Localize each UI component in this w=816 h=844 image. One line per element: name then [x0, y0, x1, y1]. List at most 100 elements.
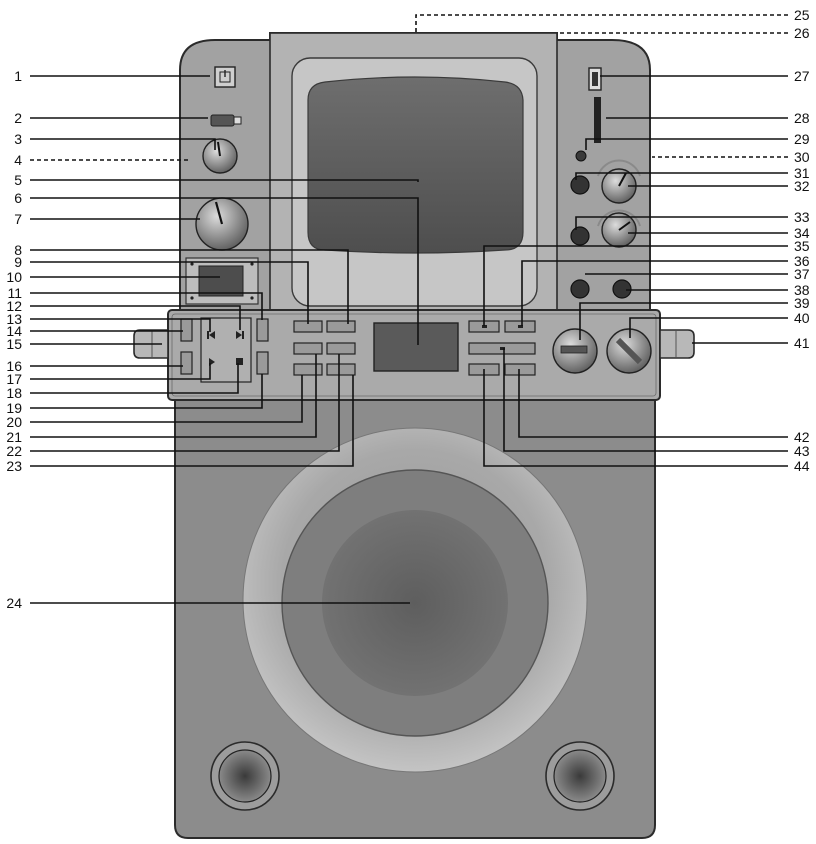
callout-label-37: 37 — [794, 266, 810, 282]
callout-label-40: 40 — [794, 310, 810, 326]
mic-volume-knob[interactable] — [202, 138, 238, 174]
mic2-volume-knob[interactable] — [597, 209, 641, 248]
led-indicator — [575, 150, 587, 162]
next-track-icon[interactable] — [236, 331, 244, 339]
callout-label-28: 28 — [794, 110, 810, 126]
callout-label-27: 27 — [794, 68, 810, 84]
callout-label-2: 2 — [14, 110, 22, 126]
mic-jack-1[interactable] — [570, 175, 590, 195]
callout-label-25: 25 — [794, 7, 810, 23]
side-button-bottom-left[interactable] — [180, 351, 193, 375]
callout-label-1: 1 — [14, 68, 22, 84]
callout-label-23: 23 — [6, 458, 22, 474]
callout-label-39: 39 — [794, 295, 810, 311]
button-23[interactable] — [326, 363, 356, 376]
callout-leader-44 — [483, 369, 788, 467]
callout-label-42: 42 — [794, 429, 810, 445]
callout-label-41: 41 — [794, 335, 810, 351]
callout-leader-18 — [30, 363, 239, 394]
button-21[interactable] — [293, 342, 323, 355]
callout-leader-9 — [30, 261, 309, 324]
button-22[interactable] — [326, 342, 356, 355]
right-handle — [659, 329, 695, 359]
callout-leader-33 — [575, 216, 788, 230]
callout-leader-35 — [483, 245, 788, 326]
prev-track-icon[interactable] — [207, 331, 215, 339]
side-button-bottom-right[interactable] — [256, 351, 269, 375]
transport-pad — [200, 317, 252, 383]
callout-labels: 1234567891011121314151617181920212223242… — [6, 7, 809, 611]
callout-label-36: 36 — [794, 253, 810, 269]
master-volume-knob[interactable] — [195, 197, 249, 251]
mic-jack-2[interactable] — [570, 226, 590, 246]
callout-label-15: 15 — [6, 336, 22, 352]
led-display — [373, 322, 459, 372]
callout-leader-22 — [30, 354, 340, 452]
stop-icon[interactable] — [236, 358, 243, 365]
callout-leader-20 — [30, 375, 303, 423]
callout-label-6: 6 — [14, 190, 22, 206]
callout-label-5: 5 — [14, 172, 22, 188]
button-20[interactable] — [293, 363, 323, 376]
callout-label-32: 32 — [794, 178, 810, 194]
callout-leader-17 — [30, 363, 211, 380]
aux-jack-2[interactable] — [612, 279, 632, 299]
tone-knobs — [552, 328, 652, 374]
callout-leader-21 — [30, 354, 317, 438]
callout-label-26: 26 — [794, 25, 810, 41]
callout-label-29: 29 — [794, 131, 810, 147]
callout-label-31: 31 — [794, 165, 810, 181]
callout-label-35: 35 — [794, 238, 810, 254]
callout-label-7: 7 — [14, 211, 22, 227]
callout-leader-5 — [30, 179, 419, 182]
usb-stick-icon — [210, 114, 242, 127]
speaker-cone — [322, 510, 508, 696]
callout-label-11: 11 — [7, 285, 22, 301]
callout-leader-39 — [579, 302, 788, 340]
side-button-top-right[interactable] — [256, 318, 269, 342]
balance-knob[interactable] — [606, 328, 652, 374]
callout-label-34: 34 — [794, 225, 810, 241]
callout-label-8: 8 — [14, 242, 22, 258]
callout-leader-8 — [30, 249, 349, 324]
aux-jack-1[interactable] — [570, 279, 590, 299]
callout-label-22: 22 — [6, 443, 22, 459]
callout-leader-12 — [30, 305, 241, 330]
callout-leaders — [30, 14, 788, 604]
main-speaker — [242, 427, 588, 773]
callout-leader-42 — [518, 369, 788, 438]
button-8[interactable] — [326, 320, 356, 333]
callout-leader-29 — [585, 138, 788, 150]
callout-leader-11 — [30, 292, 263, 320]
callout-leader-31 — [575, 172, 788, 180]
callout-leader-13 — [30, 318, 211, 332]
callout-label-18: 18 — [6, 385, 22, 401]
callout-label-33: 33 — [794, 209, 810, 225]
callout-leader-23 — [30, 375, 354, 467]
callout-label-13: 13 — [6, 311, 22, 327]
power-icon — [219, 70, 231, 83]
callout-label-44: 44 — [794, 458, 810, 474]
callout-leader-6 — [30, 197, 419, 345]
echo-knob[interactable] — [552, 328, 598, 374]
callout-leader-3 — [30, 138, 216, 150]
callout-label-3: 3 — [14, 131, 22, 147]
transport-icons — [207, 325, 523, 366]
callout-label-24: 24 — [6, 595, 22, 611]
callout-label-30: 30 — [794, 149, 810, 165]
callout-label-19: 19 — [6, 400, 22, 416]
tv-screen — [307, 76, 524, 254]
side-button-top-left[interactable] — [180, 318, 193, 342]
display-window — [198, 265, 244, 297]
right-upper-controls — [570, 67, 641, 299]
control-panel-inner — [171, 313, 657, 397]
bass-ports — [210, 741, 615, 811]
callout-label-38: 38 — [794, 282, 810, 298]
callout-label-16: 16 — [6, 358, 22, 374]
sd-card-slot[interactable] — [594, 97, 601, 143]
button-42[interactable] — [504, 363, 536, 376]
callout-leader-36 — [521, 260, 788, 326]
callout-label-20: 20 — [6, 414, 22, 430]
